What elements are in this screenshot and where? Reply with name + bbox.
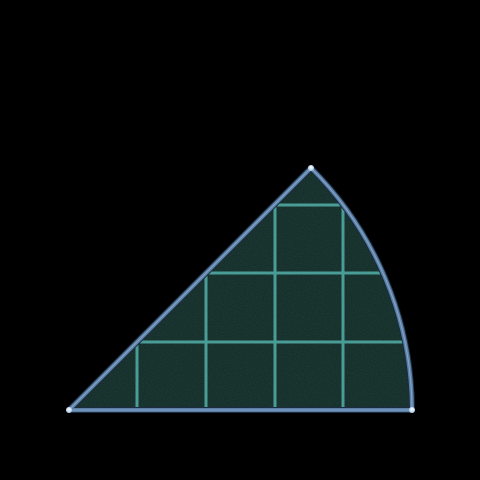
piece-outline-highlight xyxy=(68,167,413,411)
vertex-node-icon[interactable] xyxy=(409,407,415,413)
vertex-node-icon[interactable] xyxy=(66,407,72,413)
vertex-node-icon[interactable] xyxy=(308,165,314,171)
vertex-nodes xyxy=(66,165,415,413)
piece-texture xyxy=(69,168,412,410)
puzzle-piece[interactable] xyxy=(50,150,430,420)
